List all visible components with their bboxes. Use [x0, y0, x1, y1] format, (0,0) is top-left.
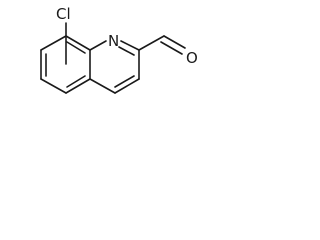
bond-c5-c4a-inner — [66, 75, 86, 88]
bond-c2-cho — [138, 35, 165, 51]
bond-n1-c2-inner — [118, 46, 135, 56]
bond-c6-c5 — [40, 78, 67, 94]
bond-c4-c4a — [89, 78, 116, 94]
bond-cho-o-inner — [160, 41, 183, 55]
atom-label-chlorine: Cl — [56, 5, 71, 23]
molecule-structure: Cl N O — [40, 5, 198, 94]
bond-c3-c4 — [114, 78, 140, 94]
bond-c5-c4a — [65, 78, 91, 94]
bond-cho-o — [163, 35, 186, 49]
bond-c3-c4-inner — [114, 75, 135, 88]
bond-n1-c2 — [120, 40, 140, 51]
bond-c8a-c8 — [65, 35, 91, 51]
atom-label-oxygen: O — [186, 49, 198, 67]
atom-label-nitrogen: N — [108, 32, 119, 50]
bond-c8a-c8-inner — [66, 41, 86, 54]
bond-c8-c7 — [40, 35, 67, 51]
bond-c8a-n1 — [89, 40, 107, 51]
